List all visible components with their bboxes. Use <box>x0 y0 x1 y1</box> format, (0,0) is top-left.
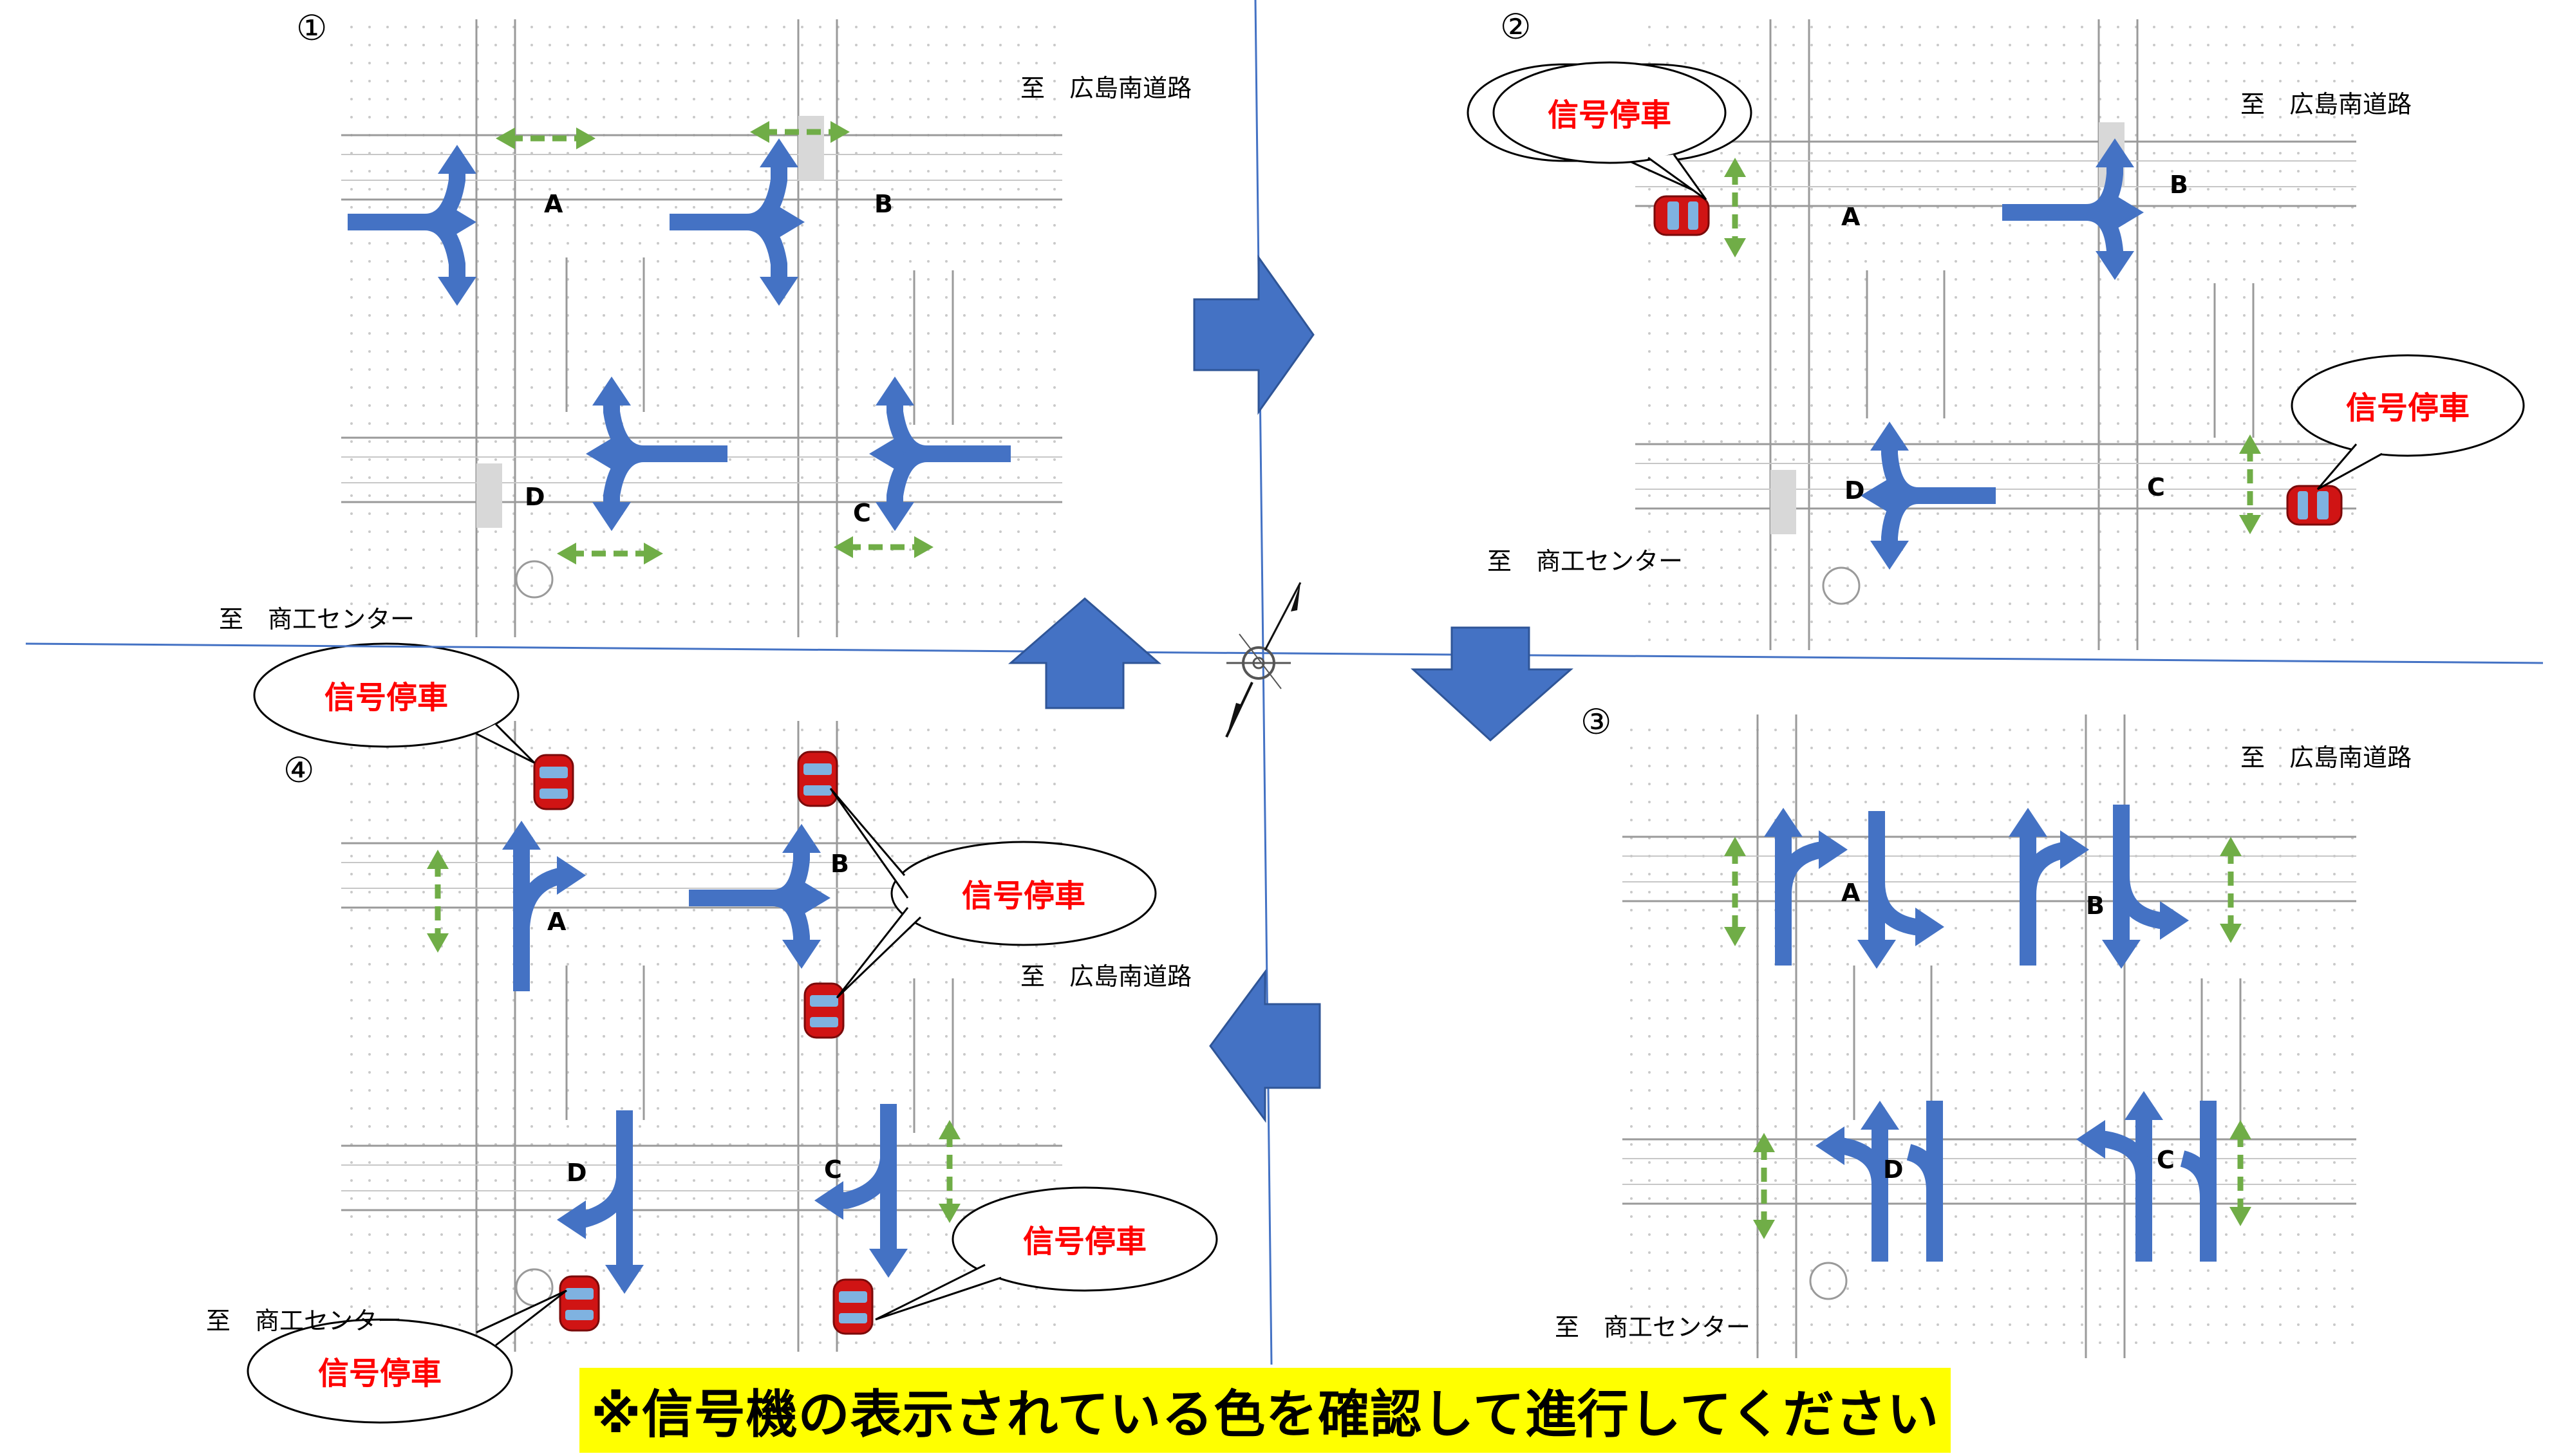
stop-bubble: 信号停車 <box>253 642 536 764</box>
axis-lines <box>25 0 2544 1365</box>
intersection-label: C <box>824 1155 842 1184</box>
direction-label-north: 至 広島南道路 <box>2240 743 2412 772</box>
intersection-label: B <box>2086 891 2105 920</box>
intersection-label: D <box>1844 476 1865 505</box>
stop-bubble: 信号停車 <box>829 788 1157 999</box>
intersection-label: A <box>1841 203 1861 231</box>
intersection-label: C <box>2157 1146 2175 1174</box>
intersection-label: D <box>525 483 545 511</box>
stop-label: 信号停車 <box>962 878 1085 914</box>
direction-label-south: 至 商工センター <box>206 1307 402 1335</box>
intersection-label: D <box>567 1159 587 1187</box>
sequence-arrow-up <box>1008 597 1162 709</box>
stop-label: 信号停車 <box>318 1356 442 1392</box>
intersection-label: C <box>2147 473 2165 501</box>
stop-bubble: 信号停車 <box>875 1186 1218 1321</box>
direction-label-south: 至 商工センター <box>219 605 415 633</box>
panel-number: ④ <box>283 750 314 790</box>
panel-number: ③ <box>1581 702 1611 742</box>
intersection-label: A <box>1841 879 1861 907</box>
intersection-label: A <box>547 908 567 936</box>
panel-number: ① <box>296 8 327 48</box>
direction-label-north: 至 広島南道路 <box>2240 90 2412 118</box>
intersection-label: B <box>2170 171 2188 199</box>
sequence-arrow-down <box>1411 626 1573 742</box>
sequence-arrow-right <box>1193 254 1315 415</box>
intersection-label: B <box>830 850 849 878</box>
panel-number: ② <box>1500 6 1531 47</box>
stop-label: 信号停車 <box>1023 1224 1147 1260</box>
intersection-label: C <box>853 499 871 527</box>
stop-label: 信号停車 <box>324 680 448 716</box>
stop-bubble: 信号停車 <box>247 1289 567 1424</box>
direction-label-south: 至 商工センター <box>1555 1313 1750 1341</box>
panel-4: 信号停車 信号停車 信号停車 信号停車 A B C D ④ 至 広島南道路 至 … <box>206 642 1218 1424</box>
panel-2: 信号停車 信号停車 A B C D ② 至 広島南道路 至 商工センター <box>1467 6 2525 650</box>
intersection-label: B <box>874 190 893 218</box>
panel-1: A B C D ① 至 広島南道路 至 商工センター <box>219 8 1192 637</box>
direction-label-south: 至 商工センター <box>1487 547 1683 575</box>
stop-label: 信号停車 <box>2346 390 2470 426</box>
panel-3: A B C D ③ 至 広島南道路 至 商工センター <box>1555 702 2412 1358</box>
intersection-label: D <box>1883 1155 1904 1184</box>
direction-label-north: 至 広島南道路 <box>1020 962 1192 991</box>
compass-icon <box>1225 582 1302 738</box>
sequence-arrow-left <box>1209 969 1321 1123</box>
stop-label: 信号停車 <box>1548 97 1671 133</box>
caution-note: ※信号機の表示されている色を確認して進行してください <box>579 1368 1951 1453</box>
intersection-label: A <box>544 190 563 218</box>
caution-note-text: ※信号機の表示されている色を確認して進行してください <box>590 1385 1940 1444</box>
direction-label-north: 至 広島南道路 <box>1020 74 1192 102</box>
stop-bubble: 信号停車 <box>1467 61 1752 201</box>
stop-bubble: 信号停車 <box>2291 354 2525 490</box>
